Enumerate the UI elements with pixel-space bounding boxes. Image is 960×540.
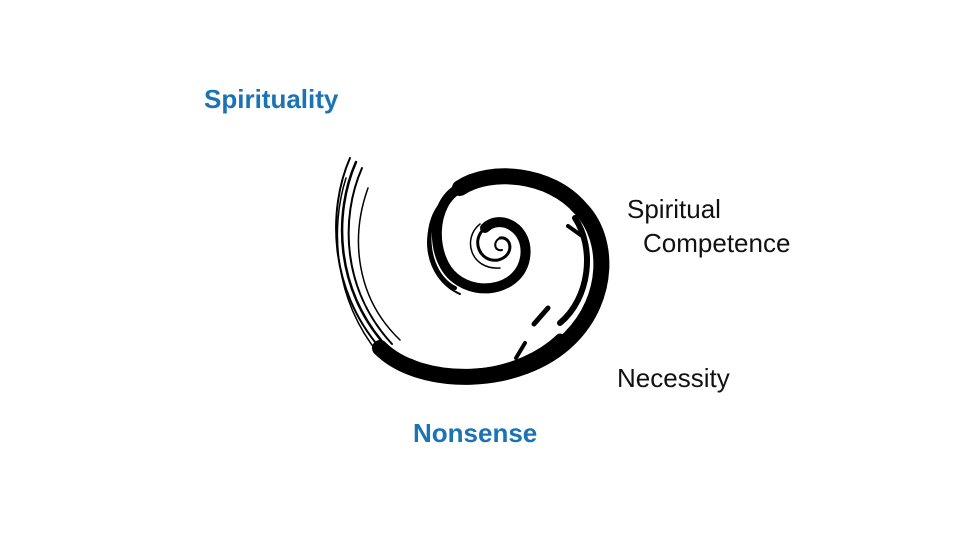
spiral-brush-icon <box>335 157 610 385</box>
label-nonsense: Nonsense <box>413 418 538 448</box>
label-spiritual-competence: Spiritual Competence <box>627 196 790 256</box>
label-spiritual-competence-line1: Spiritual <box>627 194 721 224</box>
label-necessity: Necessity <box>617 363 730 393</box>
label-spiritual-competence-line2: Competence <box>643 228 791 258</box>
label-spirituality: Spirituality <box>204 84 339 114</box>
